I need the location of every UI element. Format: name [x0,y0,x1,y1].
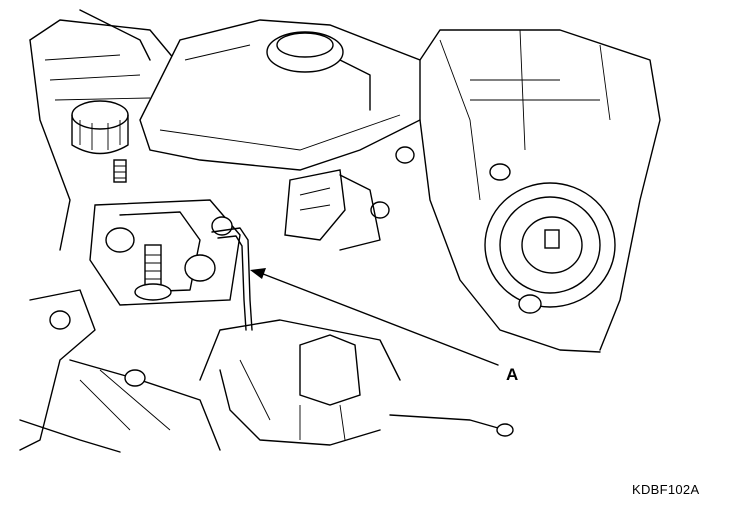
stud-left [113,159,127,183]
reservoir-cap [266,31,371,111]
strut-tower [419,29,661,353]
callout-leader [250,268,499,366]
figure-code: KDBF102A [632,482,700,497]
callout-label-a: A [506,365,519,384]
reservoir-bolts [370,146,415,219]
connector-bracket [284,169,381,251]
wiring-harness [199,319,514,446]
strut-mount [484,163,616,314]
lower-engine-block [19,289,221,453]
engine-mount-bracket [89,199,241,306]
oil-filler-cap [71,100,129,155]
ground-cable [211,216,253,331]
